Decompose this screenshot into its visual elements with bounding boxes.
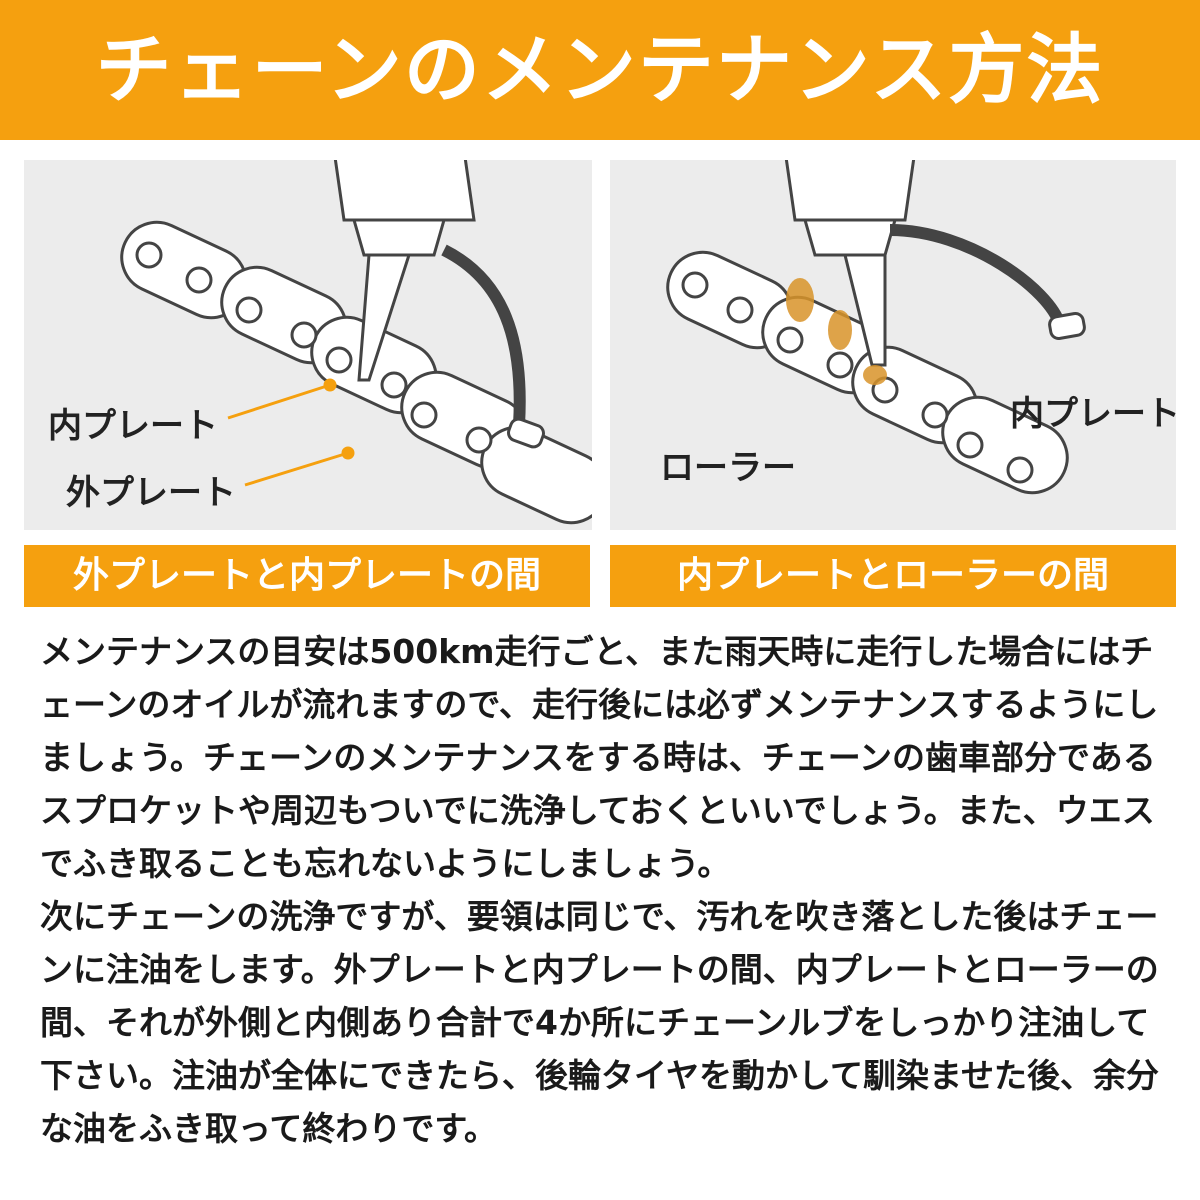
- paragraph-cleaning-oiling: 次にチェーンの洗浄ですが、要領は同じで、汚れを吹き落とした後はチェーンに注油をし…: [40, 897, 1160, 1148]
- label-inner-plate: 内プレート: [1010, 394, 1180, 434]
- illustration-inner-plate-roller: [610, 160, 1176, 530]
- label-outer-plate: 外プレート: [66, 473, 236, 513]
- title-banner: チェーンのメンテナンス方法: [0, 0, 1200, 140]
- caption-outer-inner-plate: 外プレートと内プレートの間: [24, 545, 590, 607]
- label-roller: ローラー: [660, 448, 796, 488]
- label-inner-plate: 内プレート: [48, 406, 218, 446]
- paragraph-maintenance-interval: メンテナンスの目安は500km走行ごと、また雨天時に走行した場合にはチェーンのオ…: [40, 632, 1159, 883]
- page-title: チェーンのメンテナンス方法: [95, 25, 1105, 114]
- caption-inner-plate-roller: 内プレートとローラーの間: [610, 545, 1176, 607]
- body-text: メンテナンスの目安は500km走行ごと、また雨天時に走行した場合にはチェーンのオ…: [40, 625, 1170, 1155]
- chain-oiling-illustration: [120, 160, 592, 525]
- chain-oiling-illustration: [666, 160, 1086, 495]
